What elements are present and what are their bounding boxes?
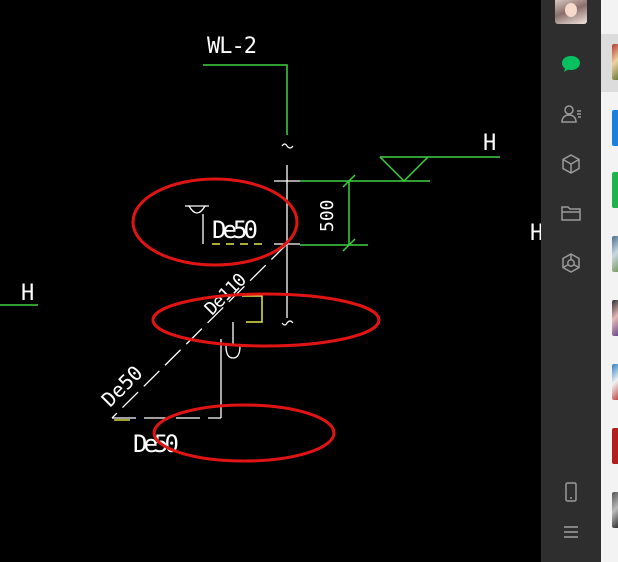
level-h-label-right-edge: H bbox=[530, 221, 541, 246]
annotation-circle-de50-bottom bbox=[152, 403, 336, 463]
floor-drain-trap bbox=[188, 205, 206, 214]
dimension-tick bbox=[342, 238, 356, 252]
chat-thumbnail[interactable] bbox=[612, 172, 618, 208]
cube-icon[interactable] bbox=[559, 152, 583, 176]
hexagon-network-icon[interactable] bbox=[559, 251, 583, 275]
pipe-id-label: WL-2 bbox=[207, 34, 257, 59]
pipe-size-label-de50-top: De50 bbox=[212, 216, 258, 244]
phone-icon[interactable] bbox=[559, 480, 583, 504]
chat-thumbnail[interactable] bbox=[612, 492, 618, 528]
branch-trap bbox=[225, 345, 241, 359]
cad-drawing-canvas[interactable]: WL-2 H 500 H H De50 bbox=[0, 0, 541, 562]
chat-thumbnail[interactable] bbox=[612, 236, 618, 272]
chat-thumbnail[interactable] bbox=[612, 300, 618, 336]
level-h-label-left: H bbox=[21, 281, 34, 306]
pipe-size-label-de50-bottom: De50 bbox=[133, 430, 179, 458]
annotation-circle-de50-top bbox=[131, 177, 299, 267]
user-avatar[interactable] bbox=[555, 0, 587, 24]
pipe-size-label-de50-diagonal: De50 bbox=[97, 361, 148, 412]
chat-bubble-icon[interactable] bbox=[559, 52, 583, 76]
yellow-branch-pipe bbox=[242, 295, 263, 323]
diagonal-pipe bbox=[111, 243, 288, 419]
chat-thumbnail[interactable] bbox=[612, 110, 618, 146]
contacts-icon[interactable] bbox=[559, 102, 583, 126]
chat-thumbnail[interactable] bbox=[612, 44, 618, 80]
pipe-break-symbol-top bbox=[281, 143, 294, 149]
annotation-circle-branch bbox=[151, 292, 381, 348]
label-leader-line bbox=[203, 64, 288, 135]
folder-icon[interactable] bbox=[559, 201, 583, 225]
chat-list-strip bbox=[601, 0, 618, 562]
app-sidebar bbox=[541, 0, 601, 562]
level-h-label: H bbox=[483, 131, 496, 156]
dimension-value-label: 500 bbox=[317, 199, 338, 232]
menu-icon[interactable] bbox=[559, 520, 583, 544]
level-triangle-symbol bbox=[379, 156, 429, 183]
dimension-tick bbox=[342, 174, 356, 188]
chat-thumbnail[interactable] bbox=[612, 364, 618, 400]
chat-thumbnail[interactable] bbox=[612, 428, 618, 464]
pipe-break-symbol-bottom bbox=[281, 320, 294, 326]
